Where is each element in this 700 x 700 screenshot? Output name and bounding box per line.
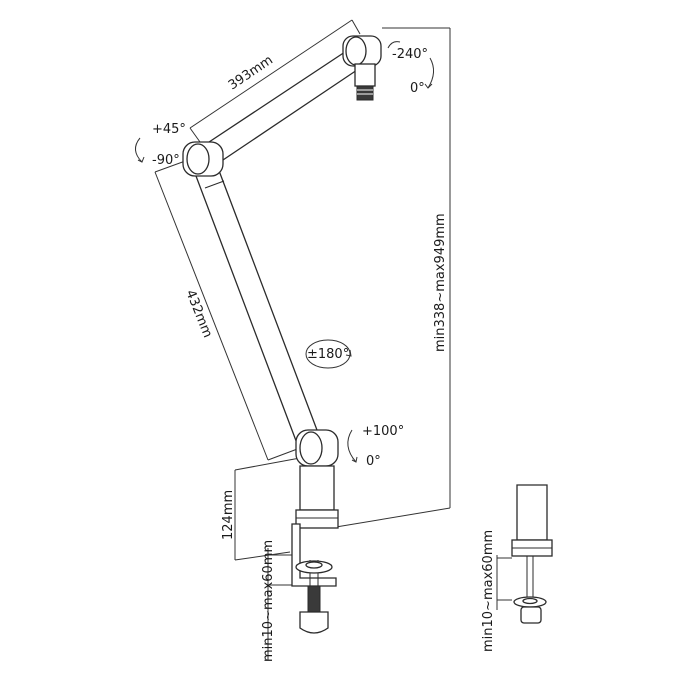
- lower-arm-rotation-label: ±180°: [307, 347, 349, 362]
- elbow-angle-minus: -90°: [152, 153, 180, 168]
- upper-arm-dimension: [189, 19, 361, 143]
- base-rotation-arrow: [347, 429, 358, 463]
- clamp-range-label: min10~max60mm: [261, 540, 276, 662]
- base-angle-zero: 0°: [366, 454, 381, 469]
- elbow-joint: [182, 141, 224, 177]
- top-angle-zero: 0°: [410, 81, 425, 96]
- lower-arm-rotation-arrow: [305, 339, 352, 369]
- height-range-dimension: [335, 27, 451, 528]
- base-angle-plus: +100°: [362, 424, 404, 439]
- height-range-label: min338~max949mm: [433, 213, 448, 352]
- top-rotation-arrow: [387, 41, 434, 89]
- desk-clamp: [291, 523, 337, 634]
- detail-clamp: [511, 484, 553, 624]
- top-angle-plus: -240°: [392, 47, 428, 62]
- lower-arm-label: 432mm: [182, 288, 215, 340]
- base-height-dimension: [234, 457, 301, 561]
- base-column: [295, 465, 339, 529]
- detail-clamp-dimension: [496, 555, 512, 610]
- elbow-angle-plus: +45°: [152, 122, 186, 137]
- top-joint: [342, 35, 382, 101]
- elbow-rotation-arrow: [135, 137, 145, 163]
- base-height-label: 124mm: [221, 490, 236, 540]
- upper-arm-tube: [199, 45, 367, 167]
- base-joint: [295, 429, 339, 467]
- lower-arm-tube: [195, 167, 321, 447]
- detail-clamp-range-label: min10~max60mm: [481, 530, 496, 652]
